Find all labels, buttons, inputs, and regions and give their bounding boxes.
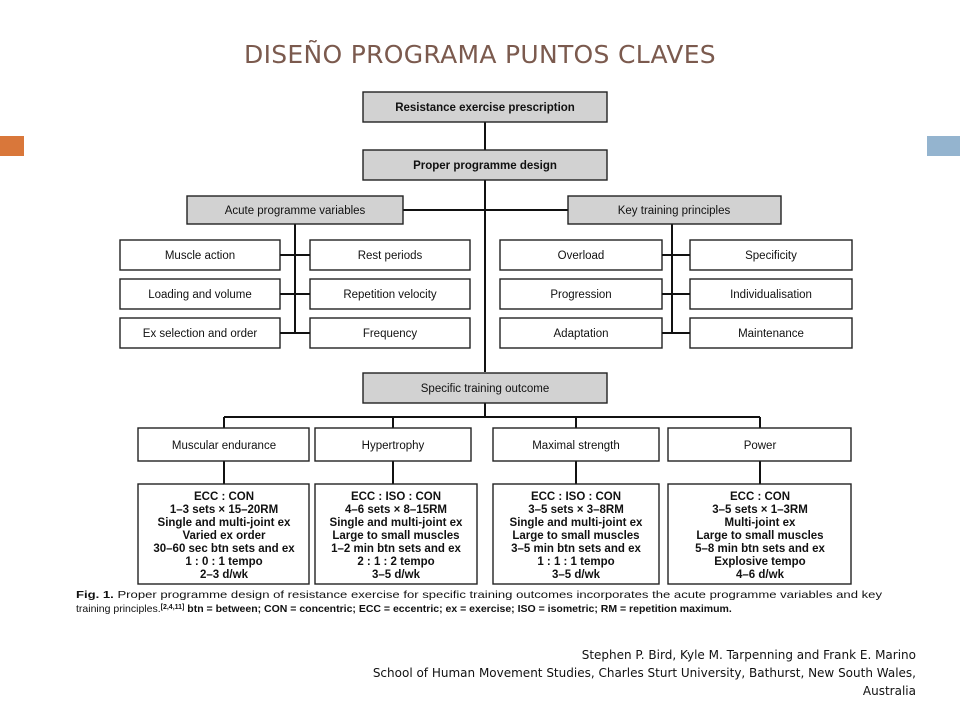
acute-item-label: Repetition velocity — [343, 289, 437, 301]
principle-item-label: Specificity — [745, 250, 797, 262]
goal-detail: Large to small muscles — [696, 530, 823, 542]
outcome-node: Specific training outcome — [362, 372, 608, 404]
acute-connectors — [280, 254, 310, 334]
goal-detail: 3–5 sets × 1–3RM — [712, 504, 808, 516]
caption-refs: [2,4,11] — [161, 604, 185, 611]
goal-name: Hypertrophy — [362, 440, 425, 452]
goal-detail: 2–3 d/wk — [200, 569, 249, 581]
key-connectors — [662, 254, 690, 334]
goal-detail: ECC : ISO : CON — [531, 491, 621, 503]
goal-detail: ECC : CON — [194, 491, 254, 503]
goal-detail: ECC : CON — [730, 491, 790, 503]
acute-right-list: Rest periods Repetition velocity Frequen… — [309, 239, 471, 349]
goal-hypertrophy: Hypertrophy ECC : ISO : CON 4–6 sets × 8… — [314, 427, 478, 585]
design-label: Proper programme design — [413, 160, 557, 172]
svg-text:Fig. 1. Proper programme desig: Fig. 1. Proper programme design of resis… — [76, 589, 883, 601]
goal-detail: Explosive tempo — [714, 556, 805, 568]
goal-detail: Single and multi-joint ex — [330, 517, 464, 529]
principle-item-label: Maintenance — [738, 328, 804, 340]
goal-detail: Single and multi-joint ex — [158, 517, 292, 529]
caption-text-line3: btn = between; CON = concentric; ECC = e… — [184, 603, 731, 615]
goal-detail: Varied ex order — [182, 530, 266, 542]
root-node: Resistance exercise prescription — [362, 91, 608, 123]
goal-detail: 2 : 1 : 2 tempo — [357, 556, 434, 568]
caption-text-line2: training principles. — [76, 603, 161, 615]
caption-fig-label: Fig. 1. — [76, 589, 114, 601]
acute-item-label: Muscle action — [165, 250, 235, 262]
goal-detail: 30–60 sec btn sets and ex — [153, 543, 295, 555]
principle-item-label: Individualisation — [730, 289, 812, 301]
goal-detail: 3–5 sets × 3–8RM — [528, 504, 624, 516]
principle-item-label: Adaptation — [554, 328, 609, 340]
acute-variables-label: Acute programme variables — [225, 205, 366, 217]
right-accent-bar — [927, 136, 960, 156]
goal-name: Power — [744, 440, 777, 452]
svg-text:training principles.[2,4,11] b: training principles.[2,4,11] btn = betwe… — [76, 603, 732, 615]
goal-detail: Large to small muscles — [512, 530, 639, 542]
key-right-list: Specificity Individualisation Maintenanc… — [689, 239, 853, 349]
key-principles-label: Key training principles — [618, 205, 731, 217]
goal-muscular-endurance: Muscular endurance ECC : CON 1–3 sets × … — [137, 427, 310, 585]
goal-detail: ECC : ISO : CON — [351, 491, 441, 503]
credit-authors: Stephen P. Bird, Kyle M. Tarpenning and … — [581, 648, 916, 662]
goal-detail: 1–3 sets × 15–20RM — [170, 504, 278, 516]
caption-text-line1: Proper programme design of resistance ex… — [114, 589, 883, 601]
acute-variables-node: Acute programme variables — [186, 195, 404, 225]
acute-item-label: Rest periods — [358, 250, 423, 262]
acute-left-list: Muscle action Loading and volume Ex sele… — [119, 239, 281, 349]
acute-item-label: Frequency — [363, 328, 418, 340]
key-left-list: Overload Progression Adaptation — [499, 239, 663, 349]
slide-title: DISEÑO PROGRAMA PUNTOS CLAVES — [244, 40, 716, 69]
goal-detail: 3–5 d/wk — [372, 569, 421, 581]
acute-item-label: Loading and volume — [148, 289, 252, 301]
credit-block: Stephen P. Bird, Kyle M. Tarpenning and … — [356, 646, 916, 700]
goal-detail: Single and multi-joint ex — [510, 517, 644, 529]
acute-item-label: Ex selection and order — [143, 328, 258, 340]
goal-detail: Multi-joint ex — [725, 517, 797, 529]
goal-detail: 5–8 min btn sets and ex — [695, 543, 825, 555]
credit-affiliation: School of Human Movement Studies, Charle… — [372, 666, 916, 698]
figure-caption: Fig. 1. Proper programme design of resis… — [76, 589, 883, 615]
goal-detail: 3–5 min btn sets and ex — [511, 543, 641, 555]
goal-name: Maximal strength — [532, 440, 620, 452]
goal-detail: 3–5 d/wk — [552, 569, 601, 581]
goal-detail: Large to small muscles — [332, 530, 459, 542]
principle-item-label: Progression — [550, 289, 611, 301]
goal-detail: 1 : 1 : 1 tempo — [537, 556, 614, 568]
key-principles-node: Key training principles — [567, 195, 782, 225]
goal-maximal-strength: Maximal strength ECC : ISO : CON 3–5 set… — [492, 427, 660, 585]
goal-detail: 1 : 0 : 1 tempo — [185, 556, 262, 568]
goal-detail: 1–2 min btn sets and ex — [331, 543, 461, 555]
goal-power: Power ECC : CON 3–5 sets × 1–3RM Multi-j… — [667, 427, 852, 585]
goal-name: Muscular endurance — [172, 440, 276, 452]
goal-detail: 4–6 d/wk — [736, 569, 785, 581]
outcome-label: Specific training outcome — [421, 383, 549, 395]
connector-lines — [223, 122, 761, 484]
left-accent-bar — [0, 136, 24, 156]
goal-detail: 4–6 sets × 8–15RM — [345, 504, 447, 516]
root-label: Resistance exercise prescription — [395, 102, 575, 114]
principle-item-label: Overload — [558, 250, 605, 262]
design-node: Proper programme design — [362, 149, 608, 181]
